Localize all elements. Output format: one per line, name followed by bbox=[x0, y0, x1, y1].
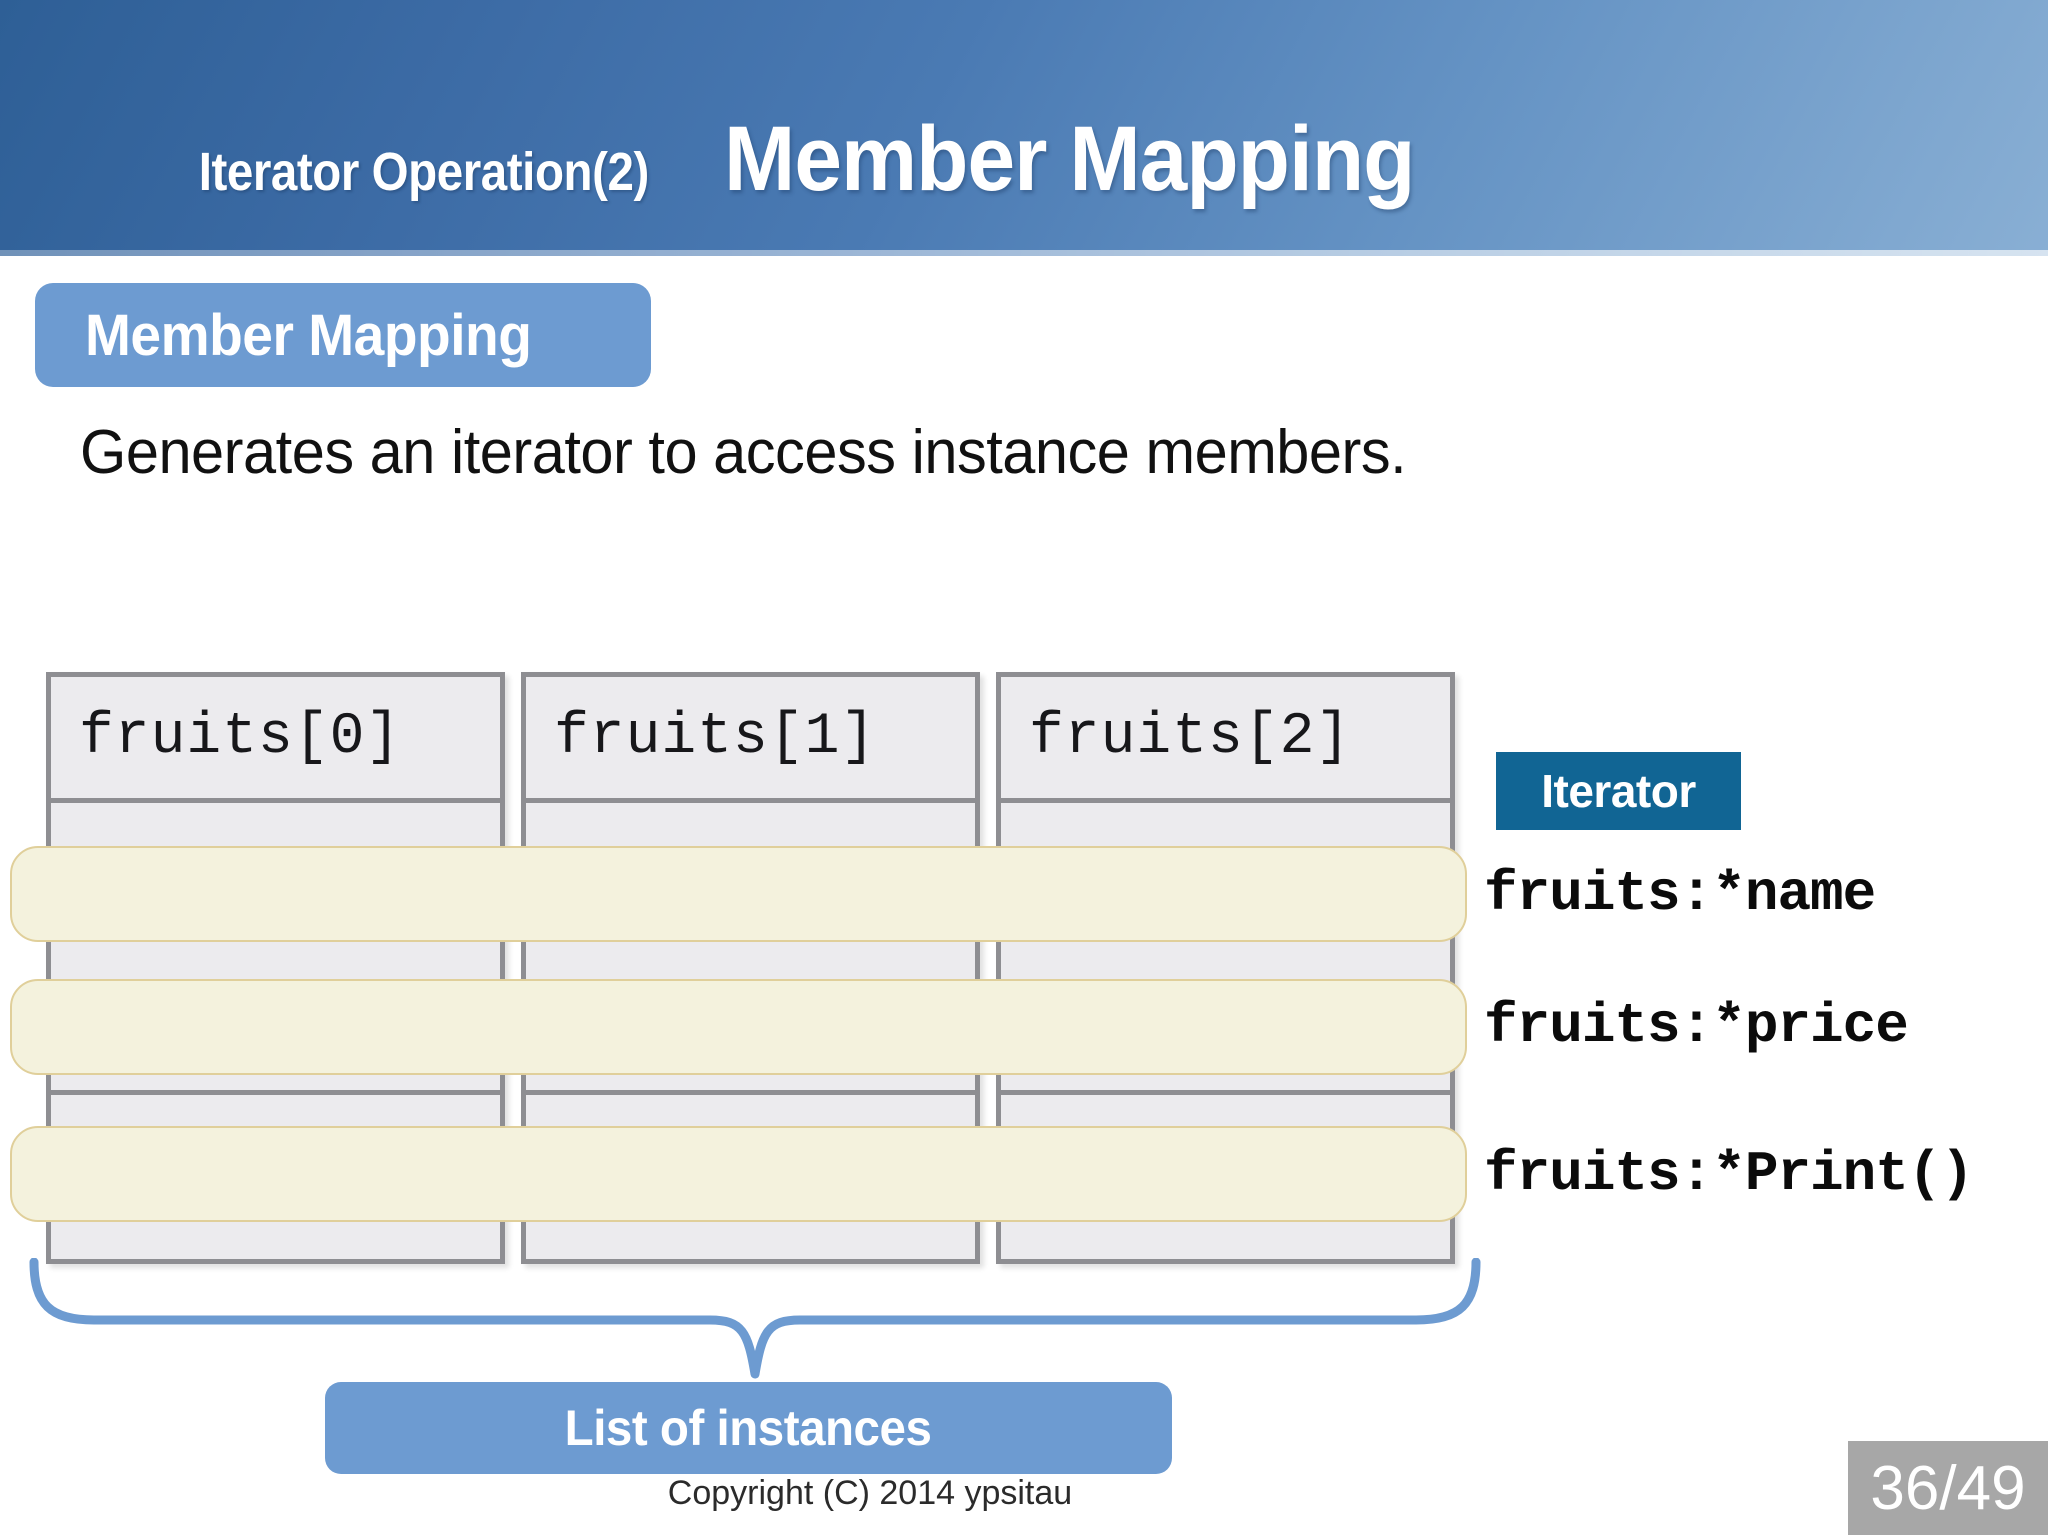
instance-divider bbox=[1001, 1090, 1450, 1095]
list-of-instances-label: List of instances bbox=[565, 1400, 932, 1456]
iterator-expression: fruits:*price bbox=[1484, 994, 1909, 1058]
member-label: price bbox=[584, 991, 758, 1055]
member-label: price bbox=[109, 991, 283, 1055]
list-brace-icon bbox=[20, 1258, 1490, 1380]
iterator-badge-label: Iterator bbox=[1541, 765, 1696, 817]
title-kicker: Iterator Operation(2) bbox=[198, 142, 650, 202]
instance-header: fruits[0] bbox=[51, 677, 500, 803]
member-label: name bbox=[109, 858, 248, 922]
page-number-badge: 36/49 bbox=[1848, 1441, 2048, 1535]
page-number-label: 36/49 bbox=[1870, 1453, 2026, 1523]
instance-divider bbox=[51, 1090, 500, 1095]
iterator-expression: fruits:*name bbox=[1484, 862, 1876, 926]
member-label: Print() bbox=[109, 1138, 352, 1202]
member-row: Print() bbox=[51, 1122, 500, 1218]
instance-header-label: fruits[1] bbox=[554, 705, 877, 770]
page-title: Member Mapping bbox=[723, 108, 1415, 210]
instance-box: fruits[0] name price Print() bbox=[46, 672, 505, 1264]
member-label: Print() bbox=[584, 1138, 827, 1202]
instance-header: fruits[2] bbox=[1001, 677, 1450, 803]
instance-header-label: fruits[2] bbox=[1029, 705, 1352, 770]
slide-title-row: Iterator Operation(2) Member Mapping bbox=[168, 107, 1440, 212]
instance-header-label: fruits[0] bbox=[79, 705, 402, 770]
member-label: price bbox=[1059, 991, 1233, 1055]
member-label: Print() bbox=[1059, 1138, 1302, 1202]
instance-box: fruits[2] name price Print() bbox=[996, 672, 1455, 1264]
member-row: name bbox=[526, 842, 975, 938]
instance-box: fruits[1] name price Print() bbox=[521, 672, 980, 1264]
member-label: name bbox=[1059, 858, 1198, 922]
member-row: price bbox=[51, 975, 500, 1071]
iterator-expression: fruits:*Print() bbox=[1484, 1142, 1974, 1206]
description-text: Generates an iterator to access instance… bbox=[80, 418, 1407, 487]
list-of-instances-pill: List of instances bbox=[325, 1382, 1172, 1474]
member-row: price bbox=[1001, 975, 1450, 1071]
member-row: name bbox=[51, 842, 500, 938]
section-badge-label: Member Mapping bbox=[85, 302, 532, 368]
member-row: price bbox=[526, 975, 975, 1071]
instance-divider bbox=[526, 1090, 975, 1095]
instance-header: fruits[1] bbox=[526, 677, 975, 803]
member-row: Print() bbox=[526, 1122, 975, 1218]
member-row: name bbox=[1001, 842, 1450, 938]
copyright-text: Copyright (C) 2014 ypsitau bbox=[667, 1474, 1073, 1512]
section-badge: Member Mapping bbox=[35, 283, 651, 387]
slide-header-banner: Iterator Operation(2) Member Mapping bbox=[0, 0, 2048, 256]
iterator-badge: Iterator bbox=[1496, 752, 1741, 830]
member-row: Print() bbox=[1001, 1122, 1450, 1218]
member-label: name bbox=[584, 858, 723, 922]
